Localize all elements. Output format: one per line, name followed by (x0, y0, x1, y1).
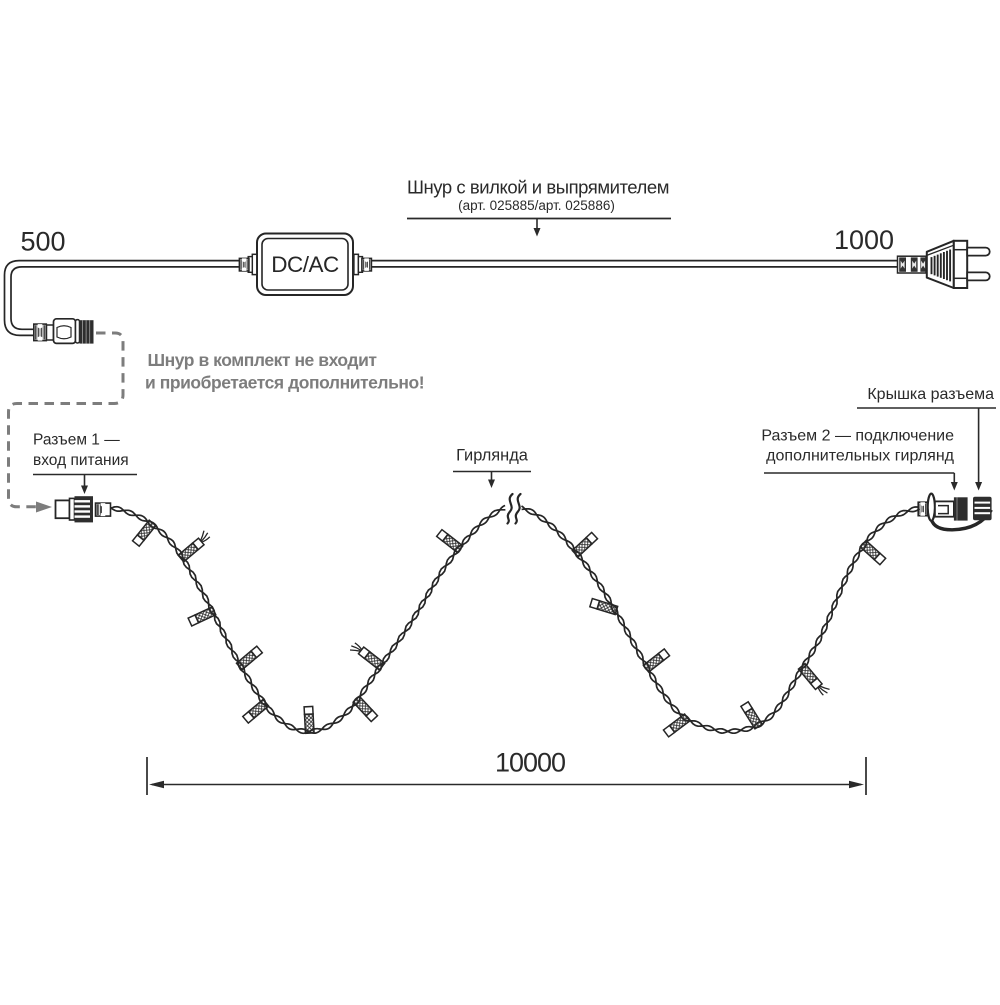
svg-text:Шнур в комплект не входит: Шнур в комплект не входит (148, 350, 378, 370)
svg-text:вход питания: вход питания (33, 452, 129, 469)
svg-text:(арт. 025885/арт. 025886): (арт. 025885/арт. 025886) (458, 198, 615, 213)
svg-text:DC/AC: DC/AC (271, 252, 339, 277)
svg-text:Крышка разъема: Крышка разъема (867, 386, 994, 403)
svg-text:500: 500 (20, 227, 65, 257)
svg-text:Гирлянда: Гирлянда (456, 447, 529, 465)
svg-text:и приобретается дополнительно!: и приобретается дополнительно! (145, 373, 424, 393)
svg-text:Разъем 2 — подключение: Разъем 2 — подключение (761, 428, 954, 445)
svg-text:дополнительных гирлянд: дополнительных гирлянд (766, 448, 954, 465)
svg-text:Шнур с вилкой и выпрямителем: Шнур с вилкой и выпрямителем (407, 177, 669, 198)
svg-text:1000: 1000 (834, 225, 894, 255)
svg-text:10000: 10000 (495, 748, 565, 778)
svg-text:Разъем 1 —: Разъем 1 — (33, 432, 120, 449)
